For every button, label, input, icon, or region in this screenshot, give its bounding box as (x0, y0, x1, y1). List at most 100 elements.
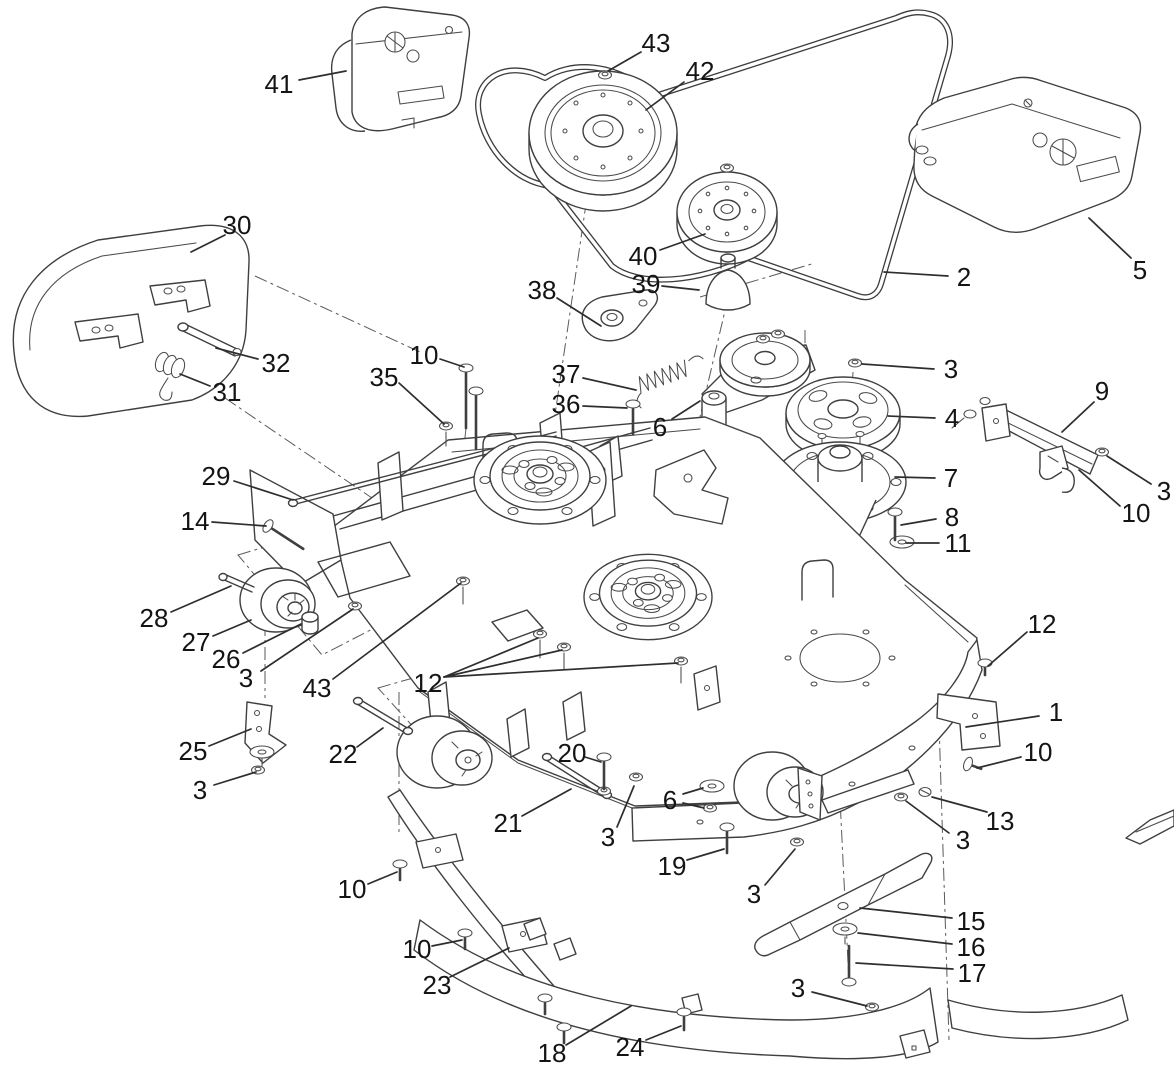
callout-label-43: 43 (303, 673, 332, 703)
drive-belt (475, 9, 953, 301)
callout-13: 13 (931, 796, 1015, 836)
washer-fastener (889, 535, 915, 549)
callout-label-10: 10 (1024, 737, 1053, 767)
callout-label-39: 39 (632, 269, 661, 299)
callout-label-11: 11 (945, 528, 972, 558)
callout-label-4: 4 (945, 403, 959, 433)
callout-label-24: 24 (616, 1032, 645, 1062)
callout-3: 3 (601, 785, 635, 852)
callout-14: 14 (181, 506, 267, 536)
callout-label-16: 16 (957, 932, 986, 962)
bolt-fastener (841, 944, 857, 987)
callout-label-35: 35 (370, 362, 399, 392)
callout-label-22: 22 (329, 739, 358, 769)
nut-fastener (1094, 447, 1110, 457)
bolt-fastener (468, 386, 484, 451)
callout-label-12: 12 (414, 668, 443, 698)
callout-20: 20 (558, 738, 602, 768)
nut-fastener (438, 421, 454, 431)
callout-label-25: 25 (179, 736, 208, 766)
callout-label-3: 3 (601, 822, 615, 852)
callout-38: 38 (528, 275, 602, 327)
bolt-fastener (392, 859, 408, 882)
nut-fastener (719, 163, 735, 173)
callout-label-43: 43 (642, 28, 671, 58)
callout-15: 15 (859, 906, 985, 936)
callout-label-26: 26 (212, 644, 241, 674)
callout-37: 37 (552, 359, 637, 391)
callout-label-20: 20 (558, 738, 587, 768)
nut-fastener (864, 1002, 880, 1012)
roller-rod (352, 696, 414, 736)
screw-fastener (918, 786, 932, 798)
callout-23: 23 (423, 947, 510, 1000)
callout-3: 3 (1106, 455, 1171, 506)
deflector-spring (154, 351, 186, 401)
bolt-fastener (887, 507, 903, 542)
callout-40: 40 (629, 233, 706, 271)
partial-blade-right (1125, 809, 1174, 845)
clutch-pulley (528, 70, 678, 212)
nut-fastener (847, 358, 863, 368)
extension-spring (636, 355, 704, 409)
callout-label-12: 12 (1028, 609, 1057, 639)
bolt-fastener (719, 822, 735, 855)
callout-26: 26 (212, 623, 302, 674)
callout-label-36: 36 (552, 389, 581, 419)
bolt-fastener (262, 519, 305, 551)
callout-31: 31 (179, 373, 242, 407)
callout-3: 3 (791, 973, 868, 1007)
callout-7: 7 (894, 463, 958, 493)
rear-roller-group (733, 751, 915, 821)
callout-label-3: 3 (1157, 476, 1171, 506)
callout-label-10: 10 (338, 874, 367, 904)
nut-fastener (597, 70, 613, 80)
callout-label-13: 13 (986, 806, 1015, 836)
callout-label-7: 7 (944, 463, 958, 493)
callout-label-37: 37 (552, 359, 581, 389)
callout-label-23: 23 (423, 970, 452, 1000)
deck-spindle-1 (473, 435, 607, 525)
callout-25: 25 (179, 728, 252, 766)
nut-fastener (893, 792, 909, 802)
mower-blade (754, 852, 933, 957)
nut-fastener (347, 601, 363, 611)
callout-35: 35 (370, 362, 445, 425)
discharge-deflector (12, 224, 250, 418)
callout-3: 3 (747, 848, 796, 909)
callout-label-3: 3 (944, 354, 958, 384)
cone-spacer (705, 253, 751, 311)
flat-idler-pulley (676, 171, 778, 265)
callout-22: 22 (329, 727, 384, 769)
callout-3: 3 (193, 771, 257, 805)
spindle-mount-hole (784, 629, 896, 687)
callout-43: 43 (607, 28, 671, 72)
callout-label-32: 32 (262, 348, 291, 378)
nut-fastener (789, 837, 805, 847)
callout-label-41: 41 (265, 69, 294, 99)
front-roller (352, 696, 493, 789)
callout-label-3: 3 (239, 663, 253, 693)
callout-label-9: 9 (1095, 376, 1109, 406)
callout-41: 41 (265, 69, 347, 99)
callout-10: 10 (410, 340, 465, 370)
callout-label-27: 27 (182, 627, 211, 657)
callout-10: 10 (976, 737, 1053, 769)
nut-fastener (755, 334, 771, 344)
callout-label-8: 8 (945, 502, 959, 532)
bolt-fastener (457, 928, 473, 951)
fasteners (249, 70, 1110, 1045)
callout-39: 39 (632, 269, 700, 299)
bolt-fastener (625, 399, 641, 436)
callout-label-3: 3 (193, 775, 207, 805)
nut-fastener (770, 329, 786, 339)
lower-skirt (413, 917, 1129, 1060)
callout-8: 8 (900, 502, 959, 532)
nut-fastener (702, 803, 718, 813)
callout-label-6: 6 (663, 785, 677, 815)
washer-fastener (249, 745, 275, 759)
callout-42: 42 (645, 56, 714, 111)
callout-12: 12 (414, 637, 679, 698)
callout-label-31: 31 (213, 377, 242, 407)
